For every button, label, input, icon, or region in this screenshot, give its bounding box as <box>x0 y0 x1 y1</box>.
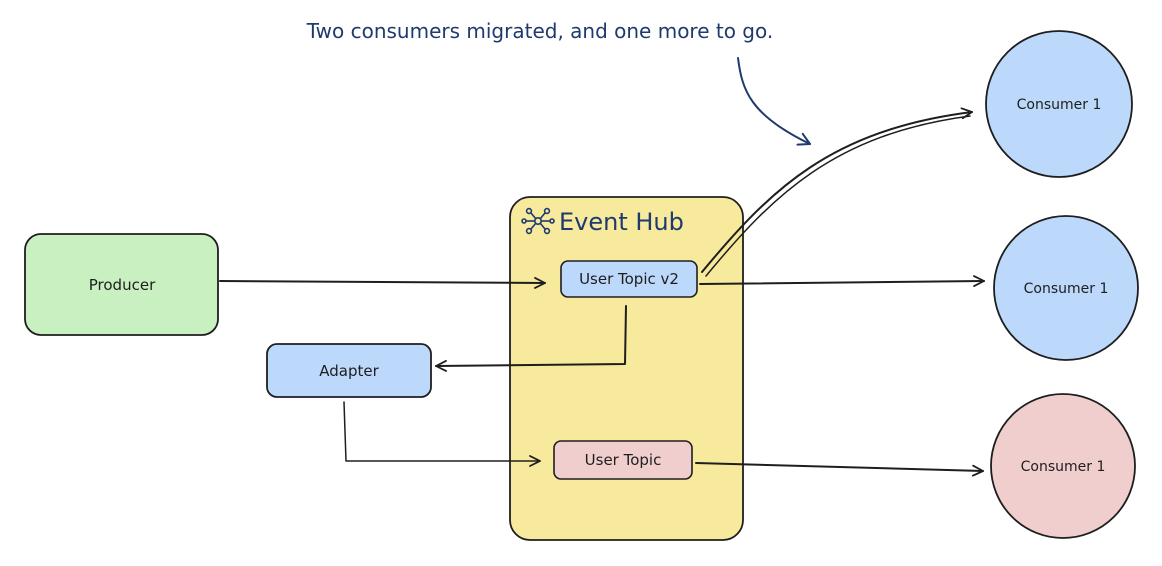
network-hub-icon <box>521 207 555 235</box>
edge-topic-v2-to-consumer-2 <box>699 275 985 288</box>
producer-label: Producer <box>89 276 156 294</box>
event-hub-container[interactable] <box>509 196 744 541</box>
edge-producer-to-topic-v2 <box>219 277 546 289</box>
event-hub-title: Event Hub <box>559 208 684 236</box>
producer-node[interactable] <box>24 233 219 336</box>
consumer-label-3: Consumer 1 <box>1021 459 1106 475</box>
annotation-arrow <box>737 57 811 146</box>
user-topic-node[interactable] <box>553 440 693 480</box>
user-topic-label: User Topic <box>585 451 662 469</box>
edge-topic-to-consumer-3 <box>695 462 984 477</box>
adapter-label: Adapter <box>319 362 379 380</box>
annotation-text: Two consumers migrated, and one more to … <box>306 19 774 43</box>
edge-topic-v2-to-adapter <box>435 305 627 372</box>
user-topic-v2-label: User Topic v2 <box>579 270 679 288</box>
consumer-node-2[interactable] <box>993 215 1139 361</box>
edge-adapter-to-topic <box>343 401 541 467</box>
consumer-node-1[interactable] <box>985 30 1133 178</box>
consumer-node-3[interactable] <box>990 393 1136 539</box>
edge-topic-v2-to-consumer-1 <box>701 107 973 273</box>
adapter-node[interactable] <box>266 343 432 398</box>
consumer-label-1: Consumer 1 <box>1017 97 1102 113</box>
edge-topic-v2-to-consumer-1-sketch <box>705 115 971 277</box>
user-topic-v2-node[interactable] <box>560 260 698 298</box>
consumer-label-2: Consumer 1 <box>1024 281 1109 297</box>
